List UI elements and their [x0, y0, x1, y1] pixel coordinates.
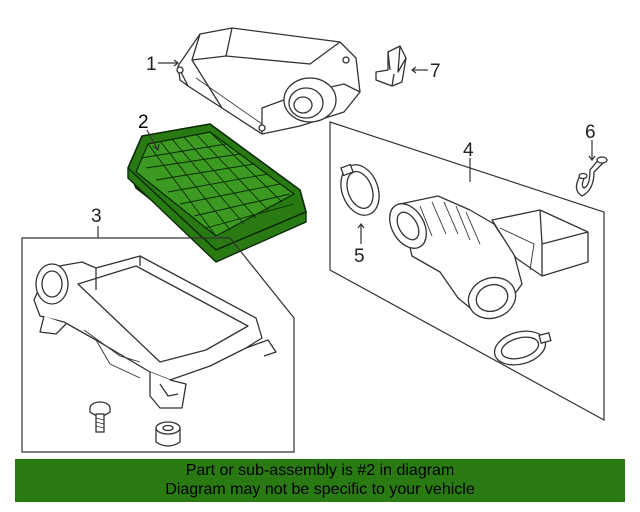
banner-line-2: Diagram may not be specific to your vehi… — [165, 481, 475, 498]
part-4-intake-hose[interactable] — [382, 195, 589, 325]
callout-labels: 1 2 3 4 5 6 7 — [91, 54, 596, 267]
part-3-panel — [21, 237, 295, 453]
callout-4[interactable]: 4 — [463, 140, 474, 161]
part-4-panel — [329, 121, 605, 422]
callout-3[interactable]: 3 — [91, 206, 102, 227]
hose-clamp[interactable] — [491, 326, 552, 370]
bolt[interactable] — [89, 401, 111, 433]
callout-2[interactable]: 2 — [138, 112, 149, 133]
part-7-bracket[interactable] — [375, 45, 407, 87]
callout-6[interactable]: 6 — [585, 122, 596, 143]
part-3-air-cleaner-case[interactable] — [33, 255, 277, 409]
part-1-air-cleaner-cap[interactable] — [176, 27, 361, 135]
part-2-air-filter-element[interactable] — [127, 123, 307, 263]
info-banner: Part or sub-assembly is #2 in diagram Di… — [15, 459, 625, 502]
callout-1[interactable]: 1 — [146, 54, 157, 75]
leader-lines — [97, 59, 596, 244]
part-6-hose[interactable] — [575, 156, 608, 197]
grommet[interactable] — [155, 421, 181, 447]
callout-7[interactable]: 7 — [430, 61, 441, 82]
callout-5[interactable]: 5 — [354, 246, 365, 267]
banner-line-1: Part or sub-assembly is #2 in diagram — [185, 462, 455, 479]
part-5-clamp[interactable] — [334, 159, 386, 220]
